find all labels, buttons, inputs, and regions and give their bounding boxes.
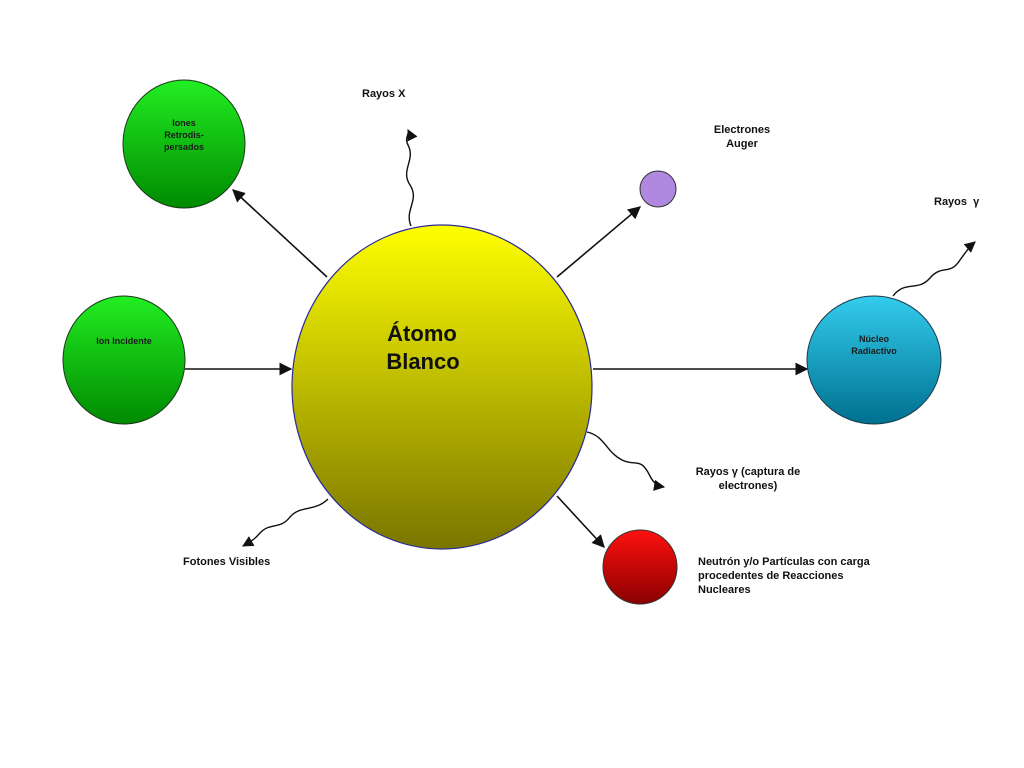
arrow-atom-to-auger — [556, 206, 641, 278]
ion-incidente-label: Ion Incidente — [96, 336, 152, 346]
wavy-arrow-rayos-gamma — [892, 241, 976, 297]
iones-retrodispersados-label: Iones Retrodis- persados — [144, 117, 224, 153]
wavy-arrow-rayos-x — [405, 128, 418, 227]
iones-line1: Iones — [172, 118, 196, 128]
electrones-auger-label: Electrones Auger — [702, 123, 782, 151]
nucleo-radiactivo-circle — [806, 295, 942, 425]
captura-line2: electrones) — [718, 480, 778, 492]
iones-retrodispersados-circle — [122, 79, 246, 209]
captura-line1: Rayos γ (captura de — [695, 466, 801, 478]
atomo-label-line2: Blanco — [386, 349, 460, 374]
auger-line1: Electrones — [713, 124, 771, 136]
neutron-line1: Neutrón y/o Partículas con carga — [698, 556, 870, 568]
neutron-label: Neutrón y/o Partículas con carga procede… — [698, 555, 898, 597]
wavy-arrow-fotones-visibles — [242, 498, 329, 547]
iones-line3: persados — [163, 142, 205, 152]
rayos-x-label: Rayos X — [362, 88, 406, 100]
fotones-visibles-label: Fotones Visibles — [183, 556, 271, 568]
rayos-gamma-label: Rayos γ — [934, 196, 980, 208]
rayos-gamma-captura-label: Rayos γ (captura de electrones) — [683, 465, 813, 493]
iones-line2: Retrodis- — [164, 130, 204, 140]
nucleo-radiactivo-label: Núcleo Radiactivo — [824, 333, 924, 357]
atomo-blanco-label: Átomo Blanco — [372, 320, 472, 376]
nucleo-line2: Radiactivo — [851, 346, 897, 356]
nucleo-line1: Núcleo — [858, 334, 889, 344]
arrow-atom-to-neutron — [556, 495, 605, 548]
electron-auger-circle — [639, 170, 677, 208]
neutron-line3: Nucleares — [698, 584, 751, 596]
neutron-line2: procedentes de Reacciones — [698, 570, 844, 582]
auger-line2: Auger — [726, 138, 758, 150]
atomo-blanco-circle — [291, 224, 593, 550]
neutron-circle — [602, 529, 678, 605]
wavy-arrow-rayos-gamma-captura — [586, 431, 666, 491]
atomo-label-line1: Átomo — [387, 321, 457, 346]
arrow-atom-to-iones — [232, 189, 328, 278]
ion-incidente-circle — [62, 295, 186, 425]
